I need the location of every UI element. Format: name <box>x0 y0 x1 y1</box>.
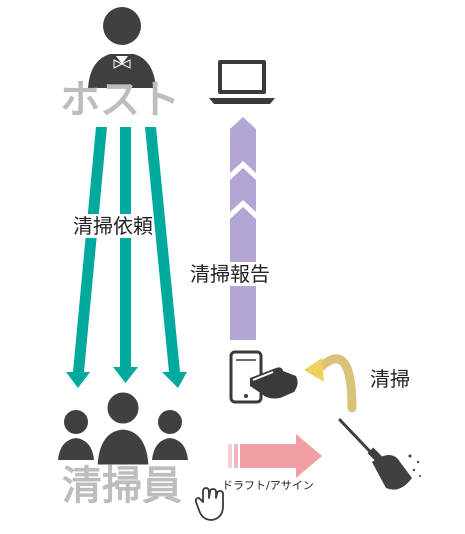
report-arrow <box>230 117 256 340</box>
hand-cursor-icon <box>194 487 224 521</box>
request-arrow-right-head <box>162 372 187 388</box>
request-arrow-left-head <box>66 372 90 388</box>
cleaner-group-icon <box>58 389 188 468</box>
broom-icon <box>338 418 421 490</box>
request-arrow-right <box>145 127 180 372</box>
host-label: ホスト <box>60 77 180 123</box>
laptop-icon <box>209 60 275 104</box>
request-arrow-left <box>73 127 107 372</box>
draft-arrow <box>228 434 322 478</box>
host-person-icon <box>88 7 156 88</box>
cleaner-label: 清掃員 <box>62 463 182 509</box>
request-arrow-middle-head <box>113 367 138 383</box>
report-label: 清掃報告 <box>190 262 270 286</box>
request-arrows <box>66 127 187 388</box>
clean-curve-arrow <box>304 354 357 413</box>
request-label: 清掃依頼 <box>73 214 153 238</box>
draft-label: ドラフト/アサイン <box>222 479 314 492</box>
request-arrow-middle <box>120 127 131 367</box>
clean-label: 清掃 <box>370 367 410 391</box>
smartphone-tap-icon <box>229 350 298 404</box>
